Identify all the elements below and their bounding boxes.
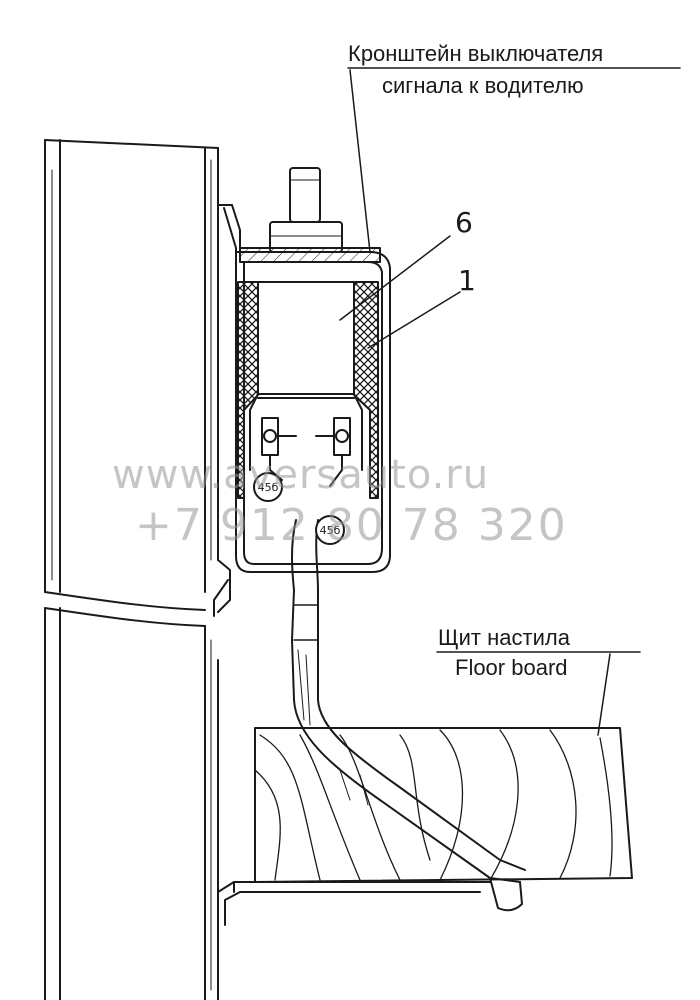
switch-stem: [269, 167, 343, 253]
rubber-boot: [237, 281, 379, 499]
leader-lines: [339, 67, 681, 736]
wire-tag-a-text: 45б: [258, 481, 279, 494]
part-number-1: 1: [458, 264, 476, 297]
watermark-url: www.aversauto.ru: [112, 452, 490, 498]
part-number-6: 6: [455, 206, 473, 239]
wire-bundle: [291, 519, 526, 912]
bracket-label-line2: сигнала к водителю: [382, 73, 584, 98]
floor-board-label-ru: Щит настила: [438, 625, 570, 650]
watermark-phone: +7 912 80 78 320: [135, 500, 568, 551]
bracket: [235, 247, 391, 573]
floor-board: [254, 727, 633, 883]
frame-channel: [44, 139, 219, 1000]
floor-board-label-en: Floor board: [455, 655, 568, 680]
floor-angle: [217, 881, 491, 926]
wire-tag-b-text: 45б: [320, 524, 341, 537]
wire-tag-circles: [253, 472, 345, 545]
switch-body: [249, 281, 363, 471]
bracket-label-line1: Кронштейн выключателя: [348, 41, 604, 66]
